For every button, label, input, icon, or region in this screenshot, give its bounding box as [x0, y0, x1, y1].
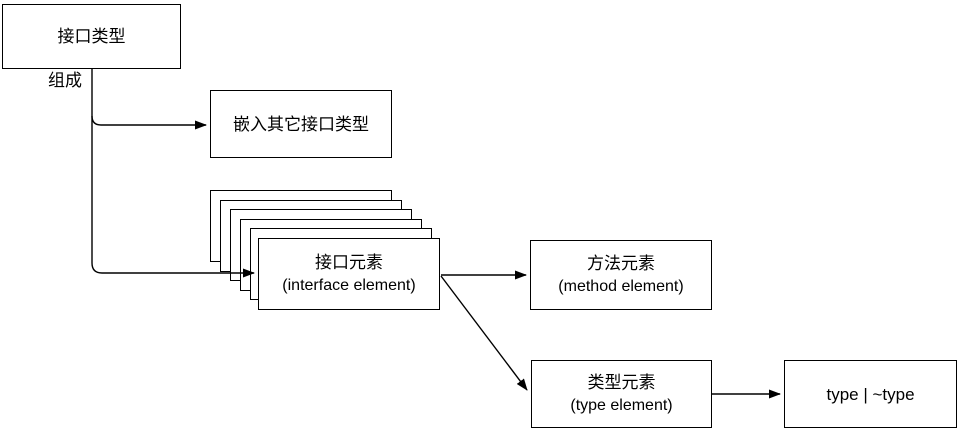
node-subtitle: (type element) [570, 397, 673, 414]
node-interface-type: 接口类型 [2, 4, 181, 69]
edge-interface-to-type [440, 275, 528, 391]
edge-compose-to-embed [91, 115, 207, 130]
node-label: 嵌入其它接口类型 [233, 114, 369, 134]
node-embed-other-interface-type: 嵌入其它接口类型 [210, 90, 392, 158]
node-type-term: type | ~type [784, 360, 957, 428]
node-subtitle: (interface element) [282, 277, 416, 294]
node-label: type | ~type [826, 384, 915, 404]
node-title: 方法元素 [587, 254, 655, 273]
node-type-element: 类型元素 (type element) [531, 360, 712, 428]
edge-label-compose: 组成 [47, 71, 83, 91]
node-method-element: 方法元素 (method element) [530, 240, 712, 310]
node-subtitle: (method element) [558, 278, 684, 295]
node-title: 类型元素 [587, 373, 656, 392]
node-interface-element: 接口元素 (interface element) [258, 238, 440, 310]
node-title: 接口元素 [315, 253, 383, 272]
node-label: 接口类型 [57, 27, 126, 46]
